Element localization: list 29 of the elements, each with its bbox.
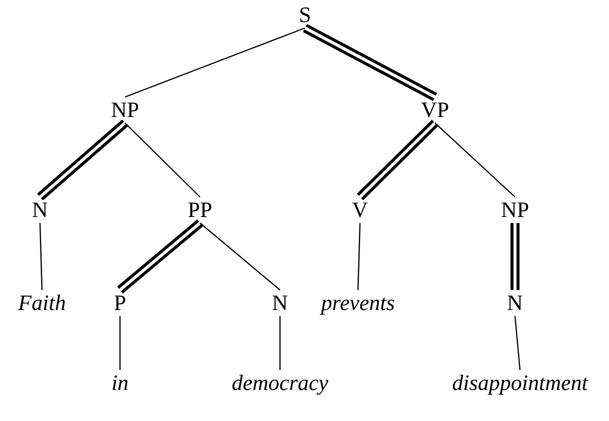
category-label: N [272, 291, 288, 315]
word-label: disappointment [452, 371, 588, 395]
category-label: NP [110, 98, 140, 122]
category-label: N [32, 198, 48, 222]
double-branch-line [302, 24, 438, 102]
double-branch-line [116, 219, 204, 294]
branch-line [357, 222, 361, 290]
category-label: V [352, 198, 368, 222]
branch-line [434, 122, 516, 198]
branch-line [514, 316, 521, 370]
double-branch-line [36, 119, 128, 201]
branch-line [39, 222, 43, 290]
double-branch-line [356, 119, 439, 201]
category-label: P [114, 291, 126, 315]
double-branch-line [510, 222, 520, 292]
word-label: prevents [321, 291, 395, 315]
category-label: N [507, 291, 523, 315]
branch-line [124, 122, 200, 198]
category-label: PP [188, 198, 212, 222]
category-label: VP [420, 98, 450, 122]
word-label: democracy [232, 371, 328, 395]
branch-line [200, 222, 280, 290]
category-label: S [298, 3, 312, 27]
branch-line [279, 316, 281, 370]
branch-line [124, 27, 306, 98]
branch-line [119, 316, 121, 370]
category-label: NP [500, 198, 530, 222]
word-label: in [111, 371, 129, 395]
word-label: Faith [18, 291, 66, 315]
